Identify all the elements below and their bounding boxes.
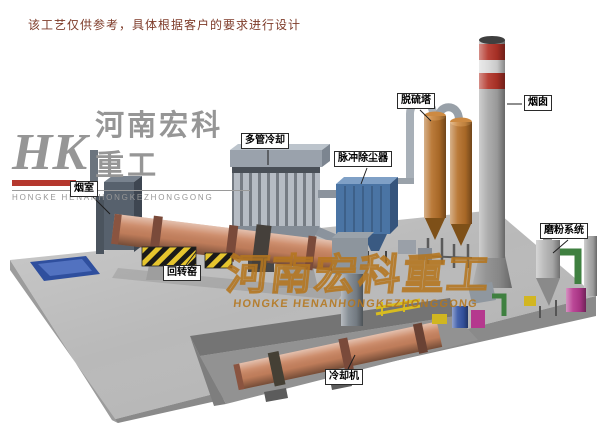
logo-red-bar xyxy=(12,180,76,186)
logo-monogram: HK xyxy=(12,124,88,186)
logo-company-name-en: HONGKE HENANHONGKEZHONGGONG xyxy=(12,193,214,202)
logo-monogram-text: HK xyxy=(12,124,88,181)
chimney xyxy=(472,36,512,288)
logo-divider xyxy=(12,190,250,191)
pulse-dust-collector xyxy=(318,177,432,263)
pointer-lines xyxy=(92,103,569,370)
water-pool xyxy=(30,256,100,281)
company-logo: HK 河南宏科重工 HONGKE HENANHONGKEZHONGGONG xyxy=(12,106,250,202)
label-pulse-dust-collector: 脉冲除尘器 xyxy=(334,151,392,167)
label-desulfurization-tower: 脱硫塔 xyxy=(397,93,435,109)
label-cooling-machine: 冷却机 xyxy=(325,369,363,385)
transfer-hood xyxy=(332,232,421,326)
label-grinding-system: 磨粉系统 xyxy=(540,223,588,239)
grinding-system xyxy=(524,228,597,318)
label-chimney: 烟囱 xyxy=(524,95,552,111)
auxiliary-units xyxy=(432,282,507,328)
hazard-barriers xyxy=(141,246,233,269)
label-multi-tube-cooler: 多管冷却 xyxy=(241,133,289,149)
logo-company-name-cn: 河南宏科重工 xyxy=(95,110,224,182)
label-smoke-chamber: 烟室 xyxy=(70,181,98,197)
disclaimer-text: 该工艺仅供参考，具体根据客户的要求进行设计 xyxy=(28,18,302,32)
cooling-machine xyxy=(233,321,443,391)
label-rotary-kiln: 回转窑 xyxy=(163,265,201,281)
rotary-kiln xyxy=(111,213,346,272)
